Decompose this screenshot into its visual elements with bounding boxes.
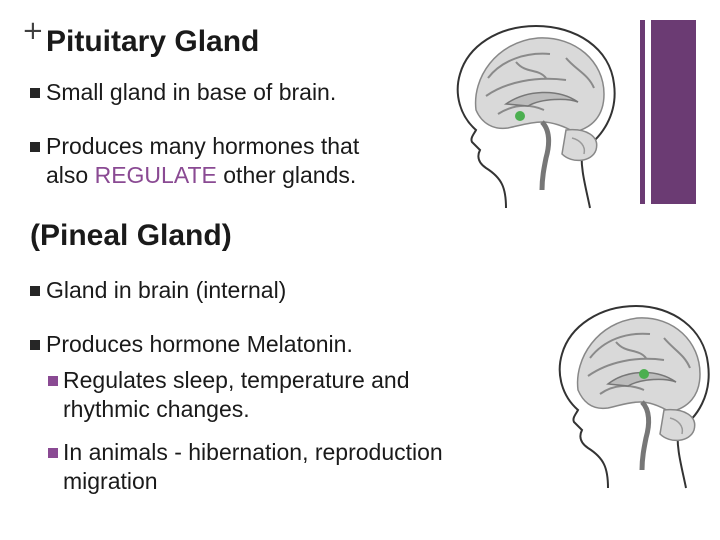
brain-sagittal-icon [456, 24, 616, 209]
bullet-pituitary-location: Small gland in base of brain. [30, 78, 336, 107]
sub-bullet-melatonin-effects: Regulates sleep, temperature and rhythmi… [48, 366, 410, 424]
bullet-pineal-hormone: Produces hormone Melatonin. [30, 330, 353, 359]
brain-sagittal-icon [558, 304, 710, 489]
slide-title: Pituitary Gland [46, 25, 260, 58]
bullet-pineal-location: Gland in brain (internal) [30, 276, 286, 305]
sub-bullet-text-line2: rhythmic changes. [63, 396, 250, 422]
bullet-marker [30, 88, 40, 98]
section-subtitle: (Pineal Gland) [30, 219, 232, 252]
side-accent-bar-thin [640, 20, 645, 204]
bullet-text: Small gland in base of brain. [46, 79, 337, 105]
bullet-marker [30, 286, 40, 296]
bullet-marker [30, 340, 40, 350]
regulate-highlight: REGULATE [94, 162, 217, 188]
bullet-text: Produces hormone Melatonin. [46, 331, 353, 357]
sub-bullet-marker [48, 448, 58, 458]
side-accent-bar-wide [651, 20, 696, 204]
sub-bullet-marker [48, 376, 58, 386]
bullet-text-post: other glands. [216, 162, 357, 188]
plus-decoration: + [22, 16, 44, 46]
bullet-pituitary-function: Produces many hormones that also REGULAT… [30, 132, 359, 190]
sub-bullet-text-line1: In animals - hibernation, reproduction [63, 439, 443, 465]
sub-bullet-text-line1: Regulates sleep, temperature and [63, 367, 410, 393]
sub-bullet-text-line2: migration [63, 468, 158, 494]
sub-bullet-animals: In animals - hibernation, reproduction m… [48, 438, 443, 496]
bullet-text: Gland in brain (internal) [46, 277, 287, 303]
bullet-text-pre: also [46, 162, 95, 188]
bullet-marker [30, 142, 40, 152]
bullet-text-line1: Produces many hormones that [46, 133, 360, 159]
